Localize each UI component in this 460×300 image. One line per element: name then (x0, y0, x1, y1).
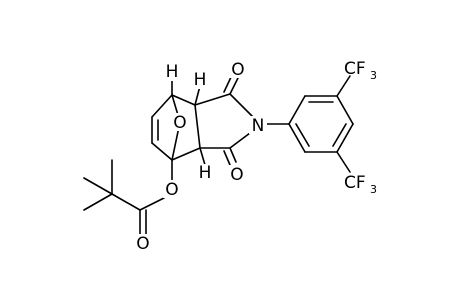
bond (171, 94, 196, 106)
label-mask (134, 234, 152, 252)
label-mask (196, 164, 214, 182)
bond (229, 77, 239, 95)
atom-carbonyl-o-top: O (231, 60, 244, 80)
bond (336, 151, 351, 173)
atom-imide-nitrogen: N (252, 116, 265, 136)
atom-h-ring-top: H (194, 70, 207, 90)
label-mask (163, 63, 181, 81)
label-mask (249, 116, 267, 134)
bond (83, 193, 113, 211)
bond (336, 123, 354, 153)
bond (288, 123, 306, 153)
bond (229, 147, 237, 163)
bond-set-aryl (263, 75, 354, 173)
bond (223, 150, 231, 166)
atom-h-bridgehead: H (166, 62, 179, 82)
label-mask (191, 71, 209, 89)
bond (295, 123, 310, 147)
cf3-group-bottom: CF 3 (344, 173, 377, 196)
bond (83, 177, 113, 195)
bond-set-imide (194, 74, 255, 166)
atom-h-ring-bottom: H (199, 163, 212, 183)
bond (194, 104, 201, 149)
bond (288, 95, 306, 125)
bond-set-core (151, 77, 206, 166)
bond (336, 95, 354, 125)
bond-set-ester (83, 159, 173, 237)
bond (194, 93, 231, 106)
bond (194, 85, 201, 106)
cf3-group-top: CF 3 (344, 59, 377, 82)
label-mask (171, 113, 189, 131)
bond (111, 193, 141, 211)
label-mask (229, 60, 247, 78)
label-mask (228, 165, 246, 183)
cf3-top-subscript: 3 (370, 69, 377, 82)
bond (171, 147, 201, 161)
cf3-bottom-subscript: 3 (370, 183, 377, 196)
cf3-top-label: CF (344, 59, 366, 79)
bond (336, 75, 351, 97)
bond (229, 93, 255, 119)
atom-ester-carbonyl-o: O (136, 234, 149, 254)
atom-bridge-oxygen: O (173, 113, 186, 133)
bond (151, 94, 173, 118)
label-mask (163, 180, 181, 198)
atom-ester-oxygen: O (165, 180, 178, 200)
bond (139, 197, 165, 211)
bond (332, 123, 347, 147)
cf3-bottom-label: CF (344, 173, 366, 193)
atom-carbonyl-o-bottom: O (230, 165, 243, 185)
bond (199, 147, 206, 166)
bond (151, 142, 173, 161)
